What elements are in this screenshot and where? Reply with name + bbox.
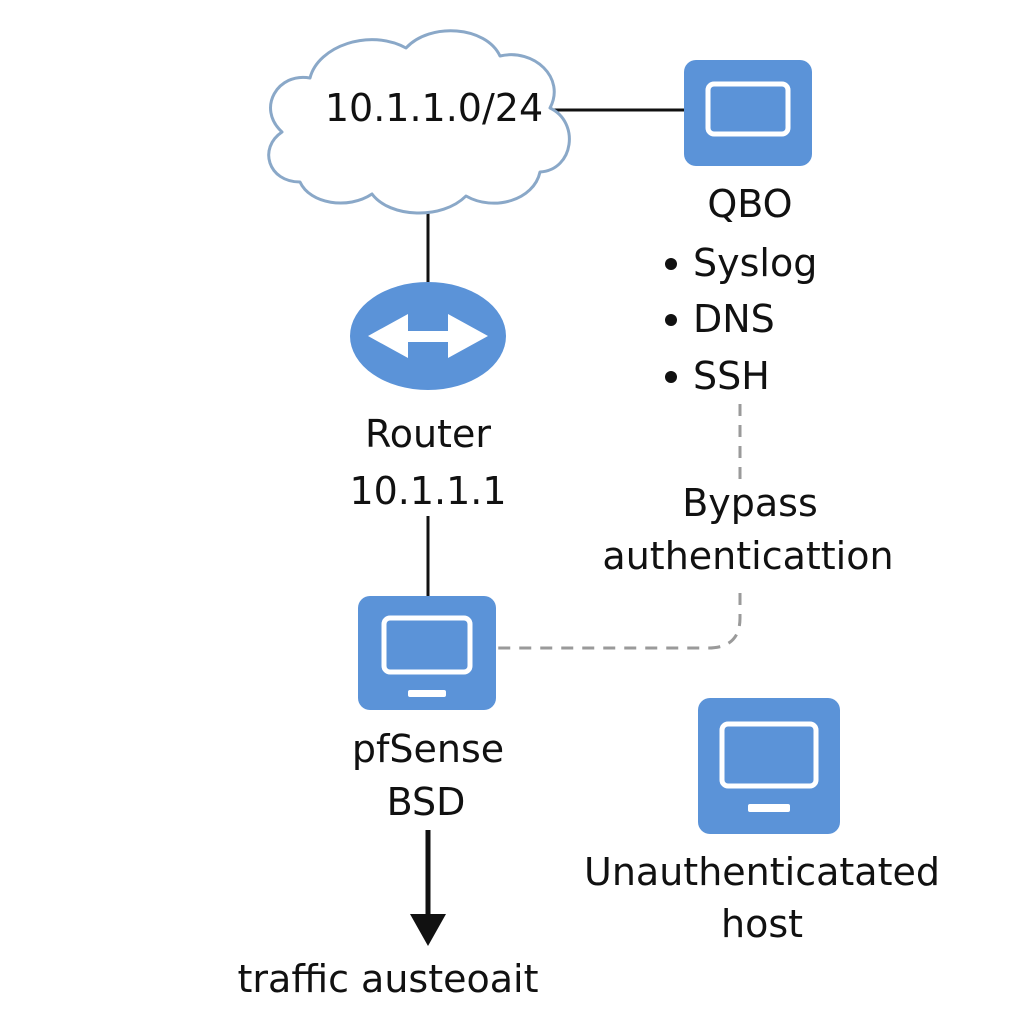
router-node[interactable] bbox=[350, 282, 506, 390]
pfsense-name-label: pfSense bbox=[352, 727, 504, 771]
list-bullet bbox=[665, 371, 677, 383]
bypass-label-line1: Bypass bbox=[682, 481, 818, 525]
unauth-host-label-line1: Unauthenticatated bbox=[584, 850, 940, 894]
list-bullet bbox=[665, 258, 677, 270]
subnet-label: 10.1.1.0/24 bbox=[325, 86, 543, 130]
bypass-label-line2: authenticattion bbox=[602, 534, 893, 578]
qbo-node[interactable] bbox=[684, 60, 812, 166]
router-name-label: Router bbox=[365, 412, 491, 456]
monitor-screen bbox=[705, 81, 791, 137]
service-item-dns: DNS bbox=[693, 297, 775, 341]
arrow-down-icon bbox=[410, 830, 446, 946]
monitor-base bbox=[748, 804, 790, 812]
cloud-icon: 10.1.1.0/24 bbox=[267, 29, 571, 215]
monitor-screen bbox=[719, 721, 819, 789]
service-item-syslog: Syslog bbox=[693, 241, 817, 285]
service-item-ssh: SSH bbox=[693, 354, 770, 398]
monitor-base bbox=[408, 690, 446, 697]
pfsense-os-label: BSD bbox=[387, 780, 466, 824]
monitor-screen bbox=[381, 615, 473, 675]
list-bullet bbox=[665, 314, 677, 326]
pfsense-node[interactable] bbox=[358, 596, 496, 710]
qbo-services-list: Syslog DNS SSH bbox=[665, 241, 817, 398]
traffic-label: traffic austeoait bbox=[238, 957, 539, 1001]
bypass-dashed-link bbox=[498, 404, 742, 650]
bidirectional-arrow-icon bbox=[368, 314, 488, 358]
qbo-name-label: QBO bbox=[707, 182, 792, 226]
unauth-host-label-line2: host bbox=[721, 902, 803, 946]
router-ip-label: 10.1.1.1 bbox=[349, 469, 506, 513]
unauthenticated-host-node[interactable] bbox=[698, 698, 840, 834]
